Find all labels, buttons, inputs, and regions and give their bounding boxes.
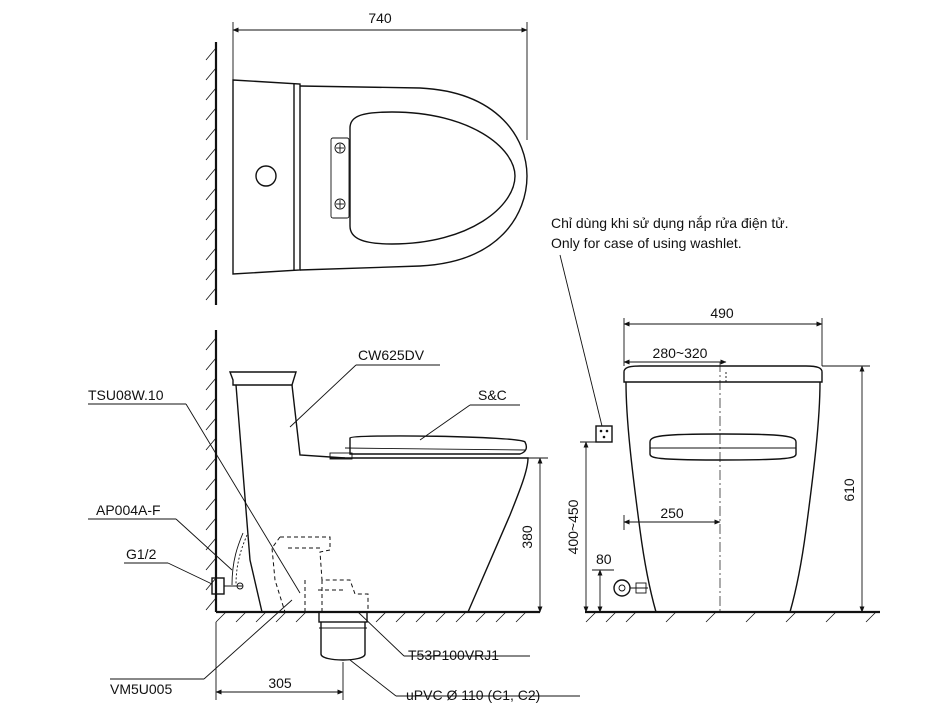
front-view: Chỉ dùng khi sử dụng nắp rửa điện tử. On… bbox=[551, 215, 880, 623]
dim-inlet-height: 400~450 bbox=[565, 499, 581, 554]
dim-height-side: 380 bbox=[519, 525, 535, 549]
note-vi: Chỉ dùng khi sử dụng nắp rửa điện tử. bbox=[551, 215, 788, 231]
top-view: 740 bbox=[205, 10, 528, 305]
side-floor-hatch bbox=[215, 611, 527, 623]
note-en: Only for case of using washlet. bbox=[551, 235, 742, 251]
top-wall-hatch bbox=[205, 47, 217, 301]
front-floor-hatch bbox=[585, 611, 877, 623]
dim-rough-in: 305 bbox=[268, 675, 292, 691]
power-socket bbox=[595, 425, 613, 443]
dim-seat-range: 280~320 bbox=[653, 345, 708, 361]
dim-height-front: 610 bbox=[841, 478, 857, 502]
label-hose: AP004A-F bbox=[96, 502, 161, 518]
label-thread: G1/2 bbox=[126, 546, 157, 562]
dim-width-top: 740 bbox=[368, 10, 392, 26]
label-flange: VM5U005 bbox=[110, 681, 172, 697]
side-wall-hatch bbox=[205, 337, 217, 611]
label-seat: S&C bbox=[478, 387, 507, 403]
label-pipe: uPVC Ø 110 (C1, C2) bbox=[406, 687, 540, 703]
dim-offset: 250 bbox=[660, 505, 684, 521]
label-valve: TSU08W.10 bbox=[88, 387, 164, 403]
dim-width-front: 490 bbox=[710, 305, 734, 321]
label-body: CW625DV bbox=[358, 347, 425, 363]
dim-supply-height: 80 bbox=[596, 551, 612, 567]
side-view: 380 305 CW625DV S&C TSU08W.10 AP004A-F G… bbox=[88, 330, 580, 703]
label-outlet: T53P100VRJ1 bbox=[408, 647, 499, 663]
